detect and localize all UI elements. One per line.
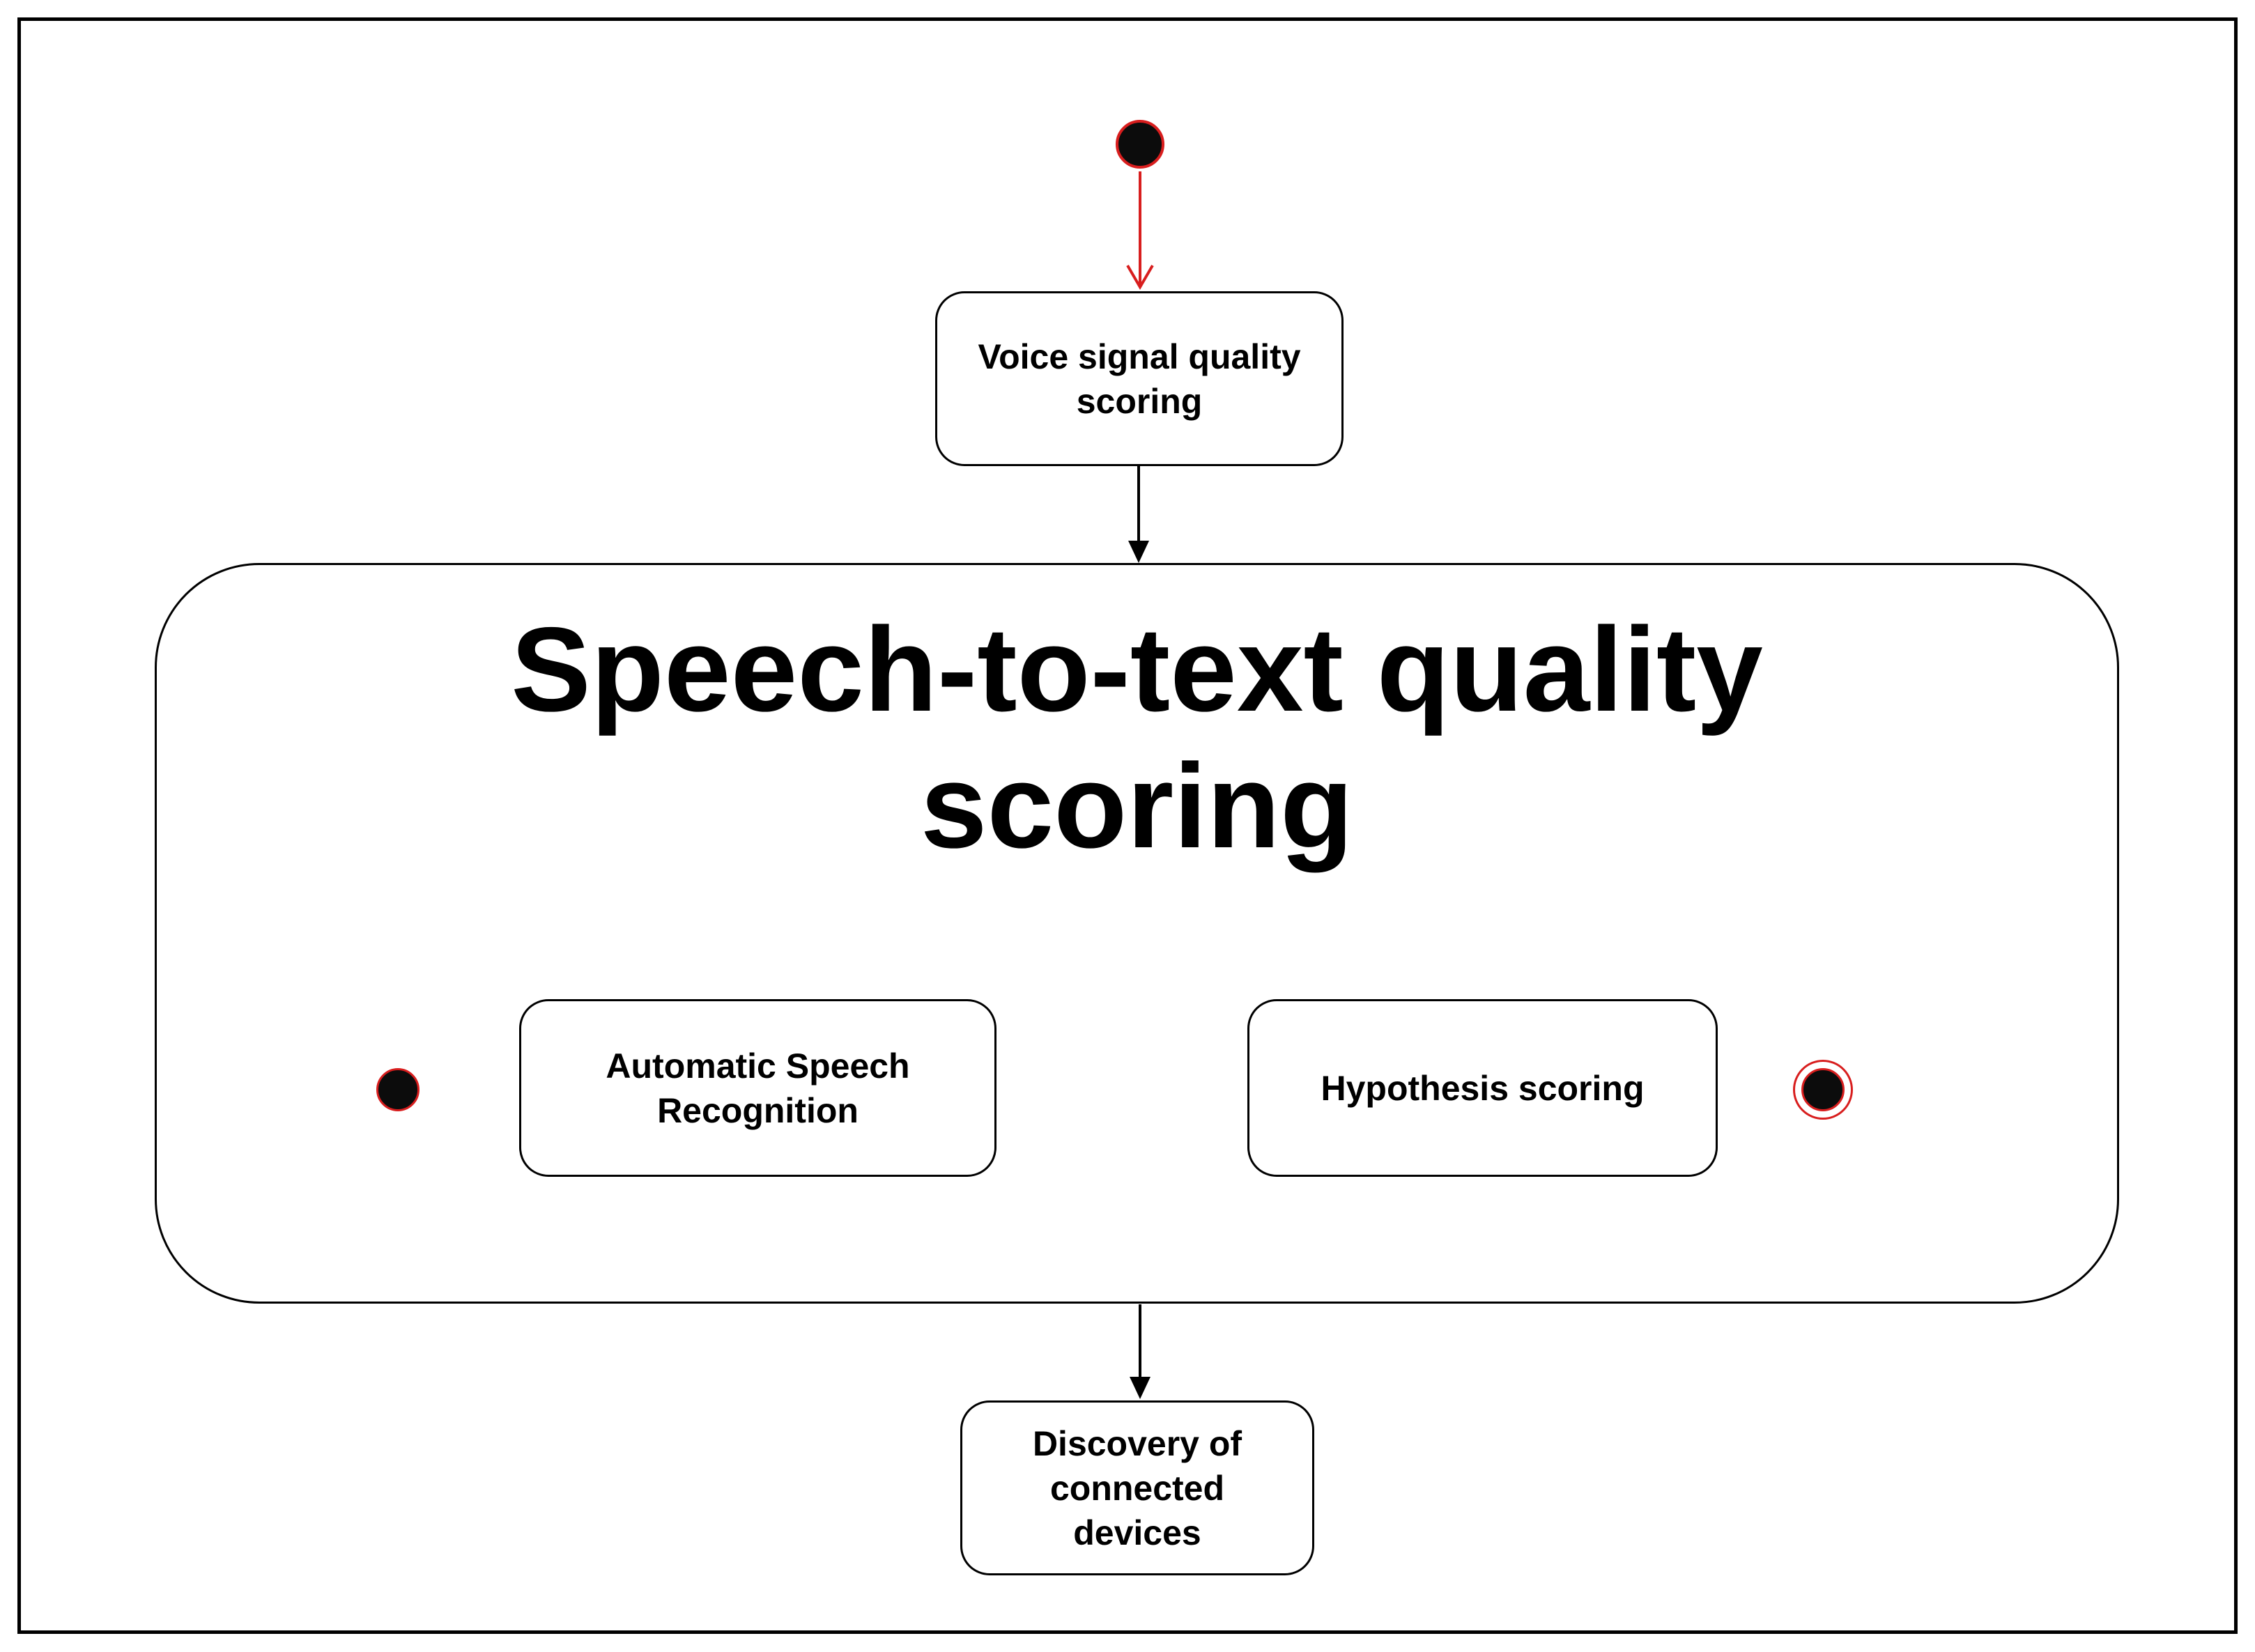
final-state-core — [1801, 1068, 1845, 1111]
state-automatic-speech-recognition: Automatic Speech Recognition — [519, 999, 996, 1177]
state-label-line: connected — [1049, 1468, 1225, 1508]
initial-state-icon — [1116, 120, 1164, 169]
state-label-line: Discovery of — [1032, 1423, 1242, 1463]
state-label-line: Hypothesis scoring — [1321, 1068, 1645, 1108]
state-hypothesis-scoring: Hypothesis scoring — [1247, 999, 1718, 1177]
state-label-line: Recognition — [657, 1090, 859, 1130]
composite-state-title: Speech-to-text quality scoring — [157, 601, 2117, 874]
state-voice-signal-quality-scoring: Voice signal quality scoring — [935, 291, 1344, 466]
state-label-line: Automatic Speech — [606, 1046, 910, 1086]
diagram-frame — [17, 17, 2238, 1634]
state-discovery-of-connected-devices: Discovery of connected devices — [960, 1400, 1314, 1575]
state-label-line: Voice signal quality — [978, 337, 1301, 376]
composite-state-speech-to-text-quality-scoring: Speech-to-text quality scoring — [155, 563, 2119, 1304]
final-state-icon — [1793, 1060, 1853, 1120]
state-label-line: devices — [1073, 1513, 1201, 1552]
composite-title-line: Speech-to-text quality — [511, 603, 1763, 736]
inner-initial-state-icon — [376, 1068, 420, 1111]
composite-title-line: scoring — [920, 739, 1354, 874]
state-label-line: scoring — [1076, 381, 1203, 421]
